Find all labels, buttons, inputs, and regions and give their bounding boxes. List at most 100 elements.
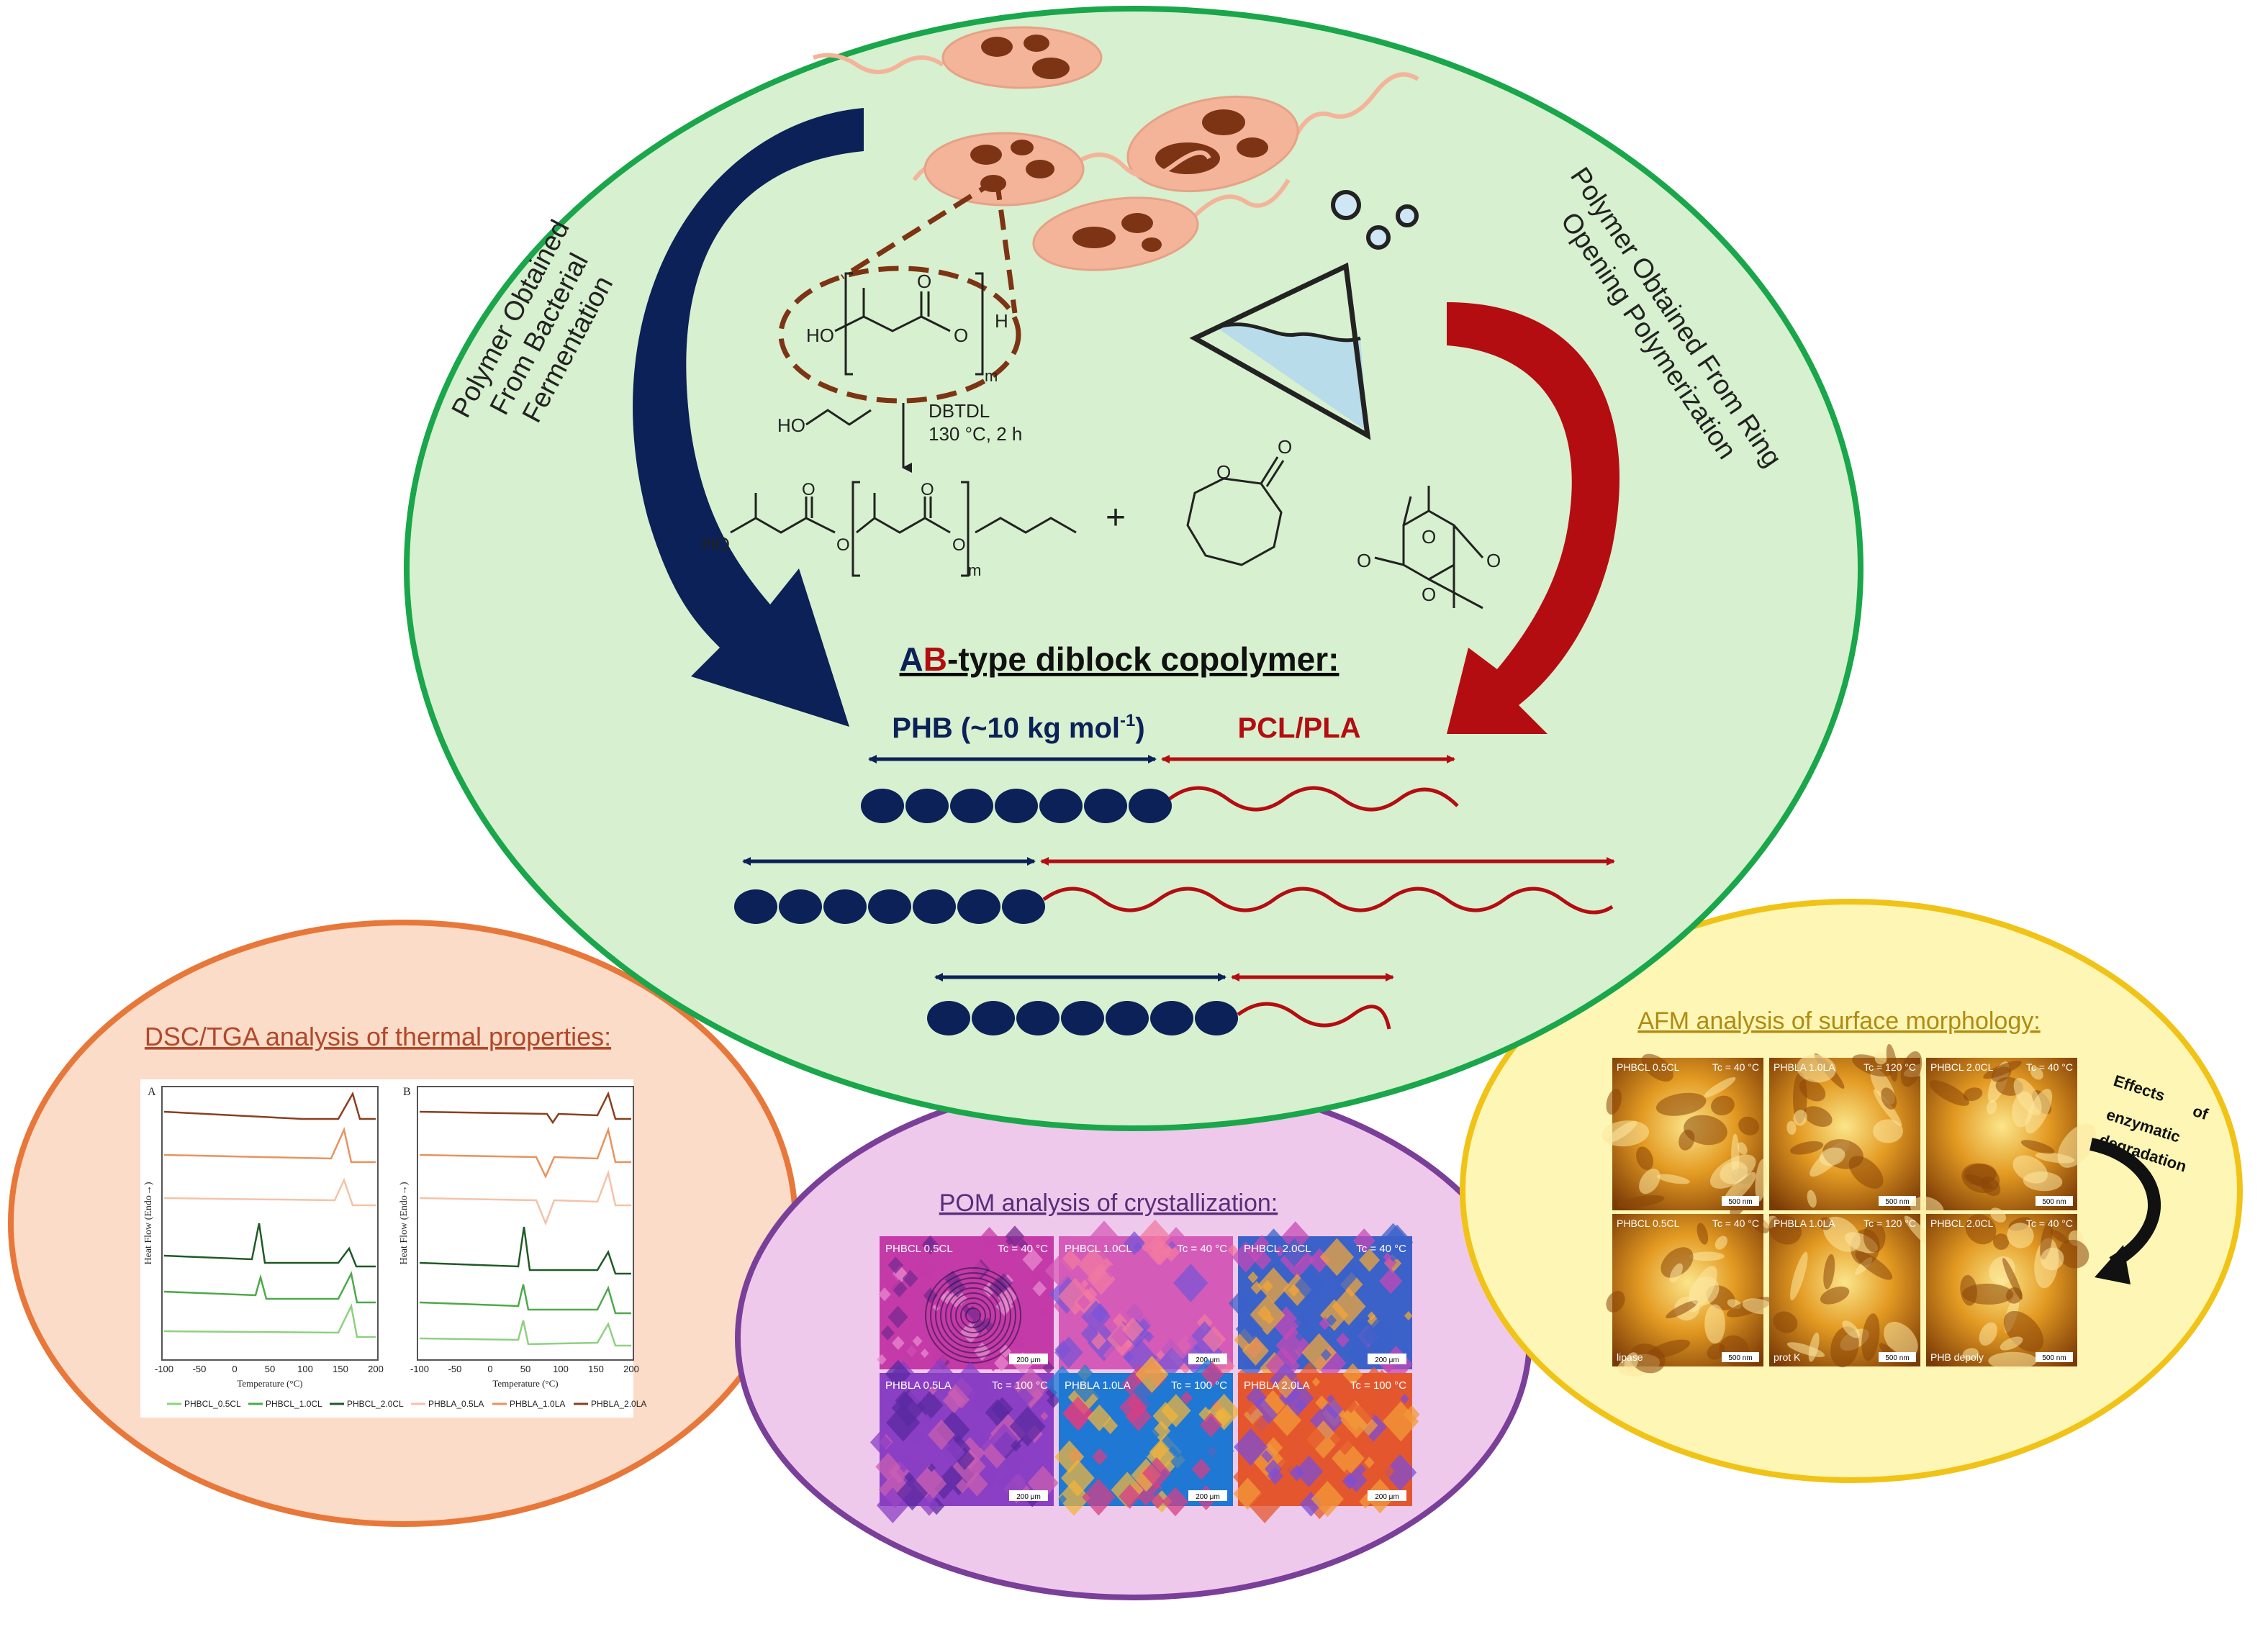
- pom-tile-label: PHBLA 1.0LA: [1065, 1379, 1131, 1392]
- dsc-legend-item: PHBLA_1.0LA: [510, 1399, 565, 1409]
- product-o-2: O: [836, 535, 850, 555]
- pom-tile-temp: Tc = 40 °C: [998, 1243, 1048, 1255]
- afm-tile-temp: Tc = 120 °C: [1863, 1061, 1916, 1073]
- pcl-block-label: PCL/PLA: [1237, 712, 1360, 744]
- bacterium-4: [1032, 178, 1291, 271]
- afm-tile: PHBCL 2.0CL Tc = 40 °C 500 nm: [1910, 1058, 2097, 1222]
- phb-h: H: [995, 310, 1008, 332]
- degradation-curved-arrow: [2089, 1138, 2161, 1269]
- chain-3: [927, 973, 1394, 1035]
- phb-label-close: ): [1135, 712, 1144, 744]
- product-structure: [730, 481, 1077, 577]
- main-oval: [404, 6, 1863, 1131]
- dsc-curves-b: [419, 1091, 631, 1347]
- dsc-xtick-a: 200: [368, 1364, 384, 1374]
- afm-tile-temp: Tc = 40 °C: [2026, 1061, 2073, 1073]
- phb-ho: HO: [806, 325, 834, 346]
- pom-scale-bar: 200 μm: [1375, 1356, 1399, 1364]
- afm-scale-bar: 500 nm: [1885, 1354, 1909, 1362]
- pom-tile-label: PHBCL 2.0CL: [1244, 1243, 1311, 1255]
- dsc-xtick-b: 150: [588, 1364, 604, 1374]
- dsc-xlabel-a: Temperature (°C): [237, 1378, 302, 1389]
- caprolactone-structure: [1186, 456, 1285, 566]
- afm-tile-label: PHBLA 1.0LA: [1774, 1061, 1835, 1073]
- phb-label-main: PHB (~10 kg mol: [892, 712, 1120, 744]
- phb-block-label: PHB (~10 kg mol-1): [892, 711, 1144, 744]
- la-o-2: O: [1422, 526, 1436, 548]
- pom-tile-label: PHBCL 0.5CL: [885, 1243, 953, 1255]
- butanol-structure: [805, 409, 872, 426]
- afm-enzyme-label: PHB depoly: [1930, 1351, 1984, 1363]
- dsc-ylabel-b: Heat Flow (Endo→): [399, 1182, 410, 1264]
- chain-2: [734, 857, 1615, 924]
- dsc-xtick-b: -100: [410, 1364, 429, 1374]
- catalyst-label: DBTDL: [929, 400, 990, 422]
- pom-tile-label: PHBCL 1.0CL: [1065, 1243, 1132, 1255]
- afm-enzyme-label: lipase: [1617, 1351, 1643, 1363]
- dsc-xtick-b: 0: [487, 1364, 492, 1374]
- copolymer-title: AB-type diblock copolymer:: [900, 640, 1339, 678]
- product-ho: HO: [702, 533, 730, 555]
- chain-1: [861, 755, 1459, 823]
- dsc-xtick-a: -50: [193, 1364, 207, 1374]
- pom-tile-temp: Tc = 100 °C: [992, 1379, 1048, 1392]
- pom-tile-temp: Tc = 40 °C: [1177, 1243, 1227, 1255]
- dsc-title: DSC/TGA analysis of thermal properties:: [145, 1022, 611, 1051]
- pom-title: POM analysis of crystallization:: [939, 1189, 1278, 1217]
- chain-1-phb-beads: [861, 789, 1172, 823]
- product-m: m: [968, 561, 981, 579]
- cl-ring-o: O: [1216, 461, 1231, 483]
- afm-enzyme-label: prot K: [1774, 1351, 1801, 1363]
- afm-tile-temp: Tc = 40 °C: [1712, 1061, 1759, 1073]
- dsc-ylabel-a: Heat Flow (Endo→): [143, 1182, 154, 1264]
- dsc-curves-a: [163, 1091, 376, 1338]
- butanol-ho: HO: [777, 414, 805, 436]
- dsc-xtick-b: 100: [553, 1364, 569, 1374]
- la-o-1: O: [1357, 550, 1371, 571]
- afm-tile-label: PHBCL 2.0CL: [1930, 1218, 1994, 1229]
- dsc-xtick-b: -50: [448, 1364, 462, 1374]
- dsc-xtick-b: 50: [520, 1364, 530, 1374]
- blue-curved-arrow: [633, 108, 864, 727]
- bacterium-1: [813, 26, 1103, 89]
- dsc-xticks-b: -100 -50 0 50 100 150 200: [410, 1364, 639, 1374]
- title-rest: -type diblock copolymer:: [947, 640, 1339, 678]
- bacteria-group: [813, 26, 1419, 271]
- dsc-legend: PHBCL_0.5CL PHBCL_1.0CL PHBCL_2.0CL PHBL…: [167, 1399, 646, 1409]
- afm-scale-bar: 500 nm: [1728, 1198, 1752, 1206]
- product-o-1: O: [802, 480, 816, 499]
- afm-tile: PHBLA 1.0LA Tc = 120 °C 500 nm: [1769, 1043, 1936, 1210]
- title-a: A: [900, 640, 923, 678]
- red-curved-arrow: [1447, 302, 1620, 734]
- afm-tile-label: PHBCL 2.0CL: [1930, 1061, 1994, 1073]
- afm-scale-bar: 500 nm: [2042, 1354, 2066, 1362]
- afm-scale-bar: 500 nm: [1885, 1198, 1909, 1206]
- afm-scale-bar: 500 nm: [2042, 1198, 2066, 1206]
- pom-scale-bar: 200 μm: [1196, 1493, 1220, 1501]
- chain-3-pcl-coil: [1237, 1002, 1391, 1030]
- pom-scale-bar: 200 μm: [1375, 1493, 1399, 1501]
- afm-title: AFM analysis of surface morphology:: [1637, 1007, 2040, 1035]
- afm-tile-label: PHBLA 1.0LA: [1774, 1218, 1835, 1229]
- dsc-xlabel-b: Temperature (°C): [492, 1378, 558, 1389]
- degradation-arrowhead: [2095, 1245, 2131, 1284]
- dsc-legend-item: PHBLA_0.5LA: [428, 1399, 484, 1409]
- bacterium-3: [912, 132, 1211, 207]
- dsc-xtick-a: -100: [155, 1364, 173, 1374]
- dsc-xtick-a: 0: [232, 1364, 237, 1374]
- dsc-xtick-a: 100: [297, 1364, 313, 1374]
- dsc-xtick-a: 150: [333, 1364, 348, 1374]
- afm-tile-temp: Tc = 40 °C: [1712, 1218, 1759, 1229]
- dsc-panel-a-letter: A: [148, 1086, 156, 1098]
- pom-grid: PHBCL 0.5CL Tc = 40 °C 200 μm PHBCL 1.0CL Tc…: [869, 1219, 1420, 1523]
- phb-label-sup: -1: [1120, 711, 1135, 730]
- product-o-4: O: [952, 535, 966, 555]
